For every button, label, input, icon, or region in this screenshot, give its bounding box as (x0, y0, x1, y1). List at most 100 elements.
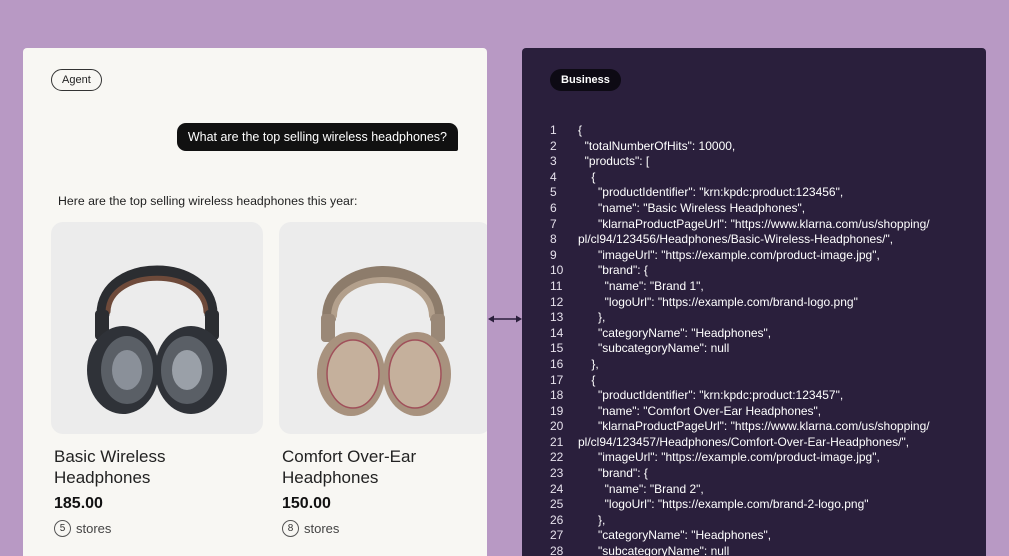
code-line: 18 "productIdentifier": "krn:kpdc:produc… (522, 388, 986, 404)
line-number: 11 (550, 278, 563, 293)
line-text: { (578, 372, 596, 387)
code-line: 9 "imageUrl": "https://example.com/produ… (522, 248, 986, 264)
line-number: 27 (550, 528, 564, 543)
stores-label: stores (76, 521, 112, 536)
line-text: "products": [ (578, 154, 650, 169)
line-text: }, (578, 310, 606, 325)
code-line: 3 "products": [ (522, 154, 986, 170)
product-title[interactable]: Basic Wireless Headphones (54, 447, 166, 487)
line-text: "brand": { (578, 466, 648, 481)
line-text: }, (578, 356, 599, 371)
line-text: { (578, 123, 583, 137)
line-number: 12 (550, 294, 564, 309)
line-text: "categoryName": "Headphones", (578, 528, 772, 543)
code-line: 11 "name": "Brand 1", (522, 279, 986, 295)
line-number: 20 (550, 419, 564, 434)
line-number: 8 (550, 232, 557, 247)
line-number: 17 (550, 372, 564, 387)
code-line: 2 "totalNumberOfHits": 10000, (522, 139, 986, 155)
line-text: "klarnaProductPageUrl": "https://www.kla… (578, 419, 930, 434)
code-line: 7 "klarnaProductPageUrl": "https://www.k… (522, 217, 986, 233)
product-price: 185.00 (54, 495, 103, 512)
store-count-badge: 8 (282, 520, 299, 537)
code-line: 26 }, (522, 513, 986, 529)
product-card[interactable]: Basic Wireless Headphones 185.00 5 store… (51, 222, 263, 537)
code-line: 4 { (522, 170, 986, 186)
business-panel: Business 1{2 "totalNumberOfHits": 10000,… (522, 48, 986, 556)
bidirectional-arrow-icon (488, 315, 522, 323)
code-line: 1{ (522, 123, 986, 139)
line-number: 18 (550, 388, 564, 403)
user-message: What are the top selling wireless headph… (176, 123, 458, 151)
line-text: "subcategoryName": null (578, 544, 730, 556)
code-line: 5 "productIdentifier": "krn:kpdc:product… (522, 185, 986, 201)
line-number: 14 (550, 325, 564, 340)
line-text: "productIdentifier": "krn:kpdc:product:1… (578, 388, 844, 403)
line-number: 9 (550, 247, 557, 262)
line-number: 10 (550, 263, 564, 278)
line-number: 4 (550, 169, 557, 184)
line-number: 24 (550, 481, 564, 496)
line-number: 15 (550, 341, 564, 356)
code-line: 25 "logoUrl": "https://example.com/brand… (522, 497, 986, 513)
line-number: 19 (550, 403, 564, 418)
line-text: "subcategoryName": null (578, 341, 730, 356)
line-number: 25 (550, 497, 564, 512)
code-line: 23 "brand": { (522, 466, 986, 482)
line-number: 13 (550, 310, 564, 325)
product-price: 150.00 (282, 495, 331, 512)
line-text: "name": "Brand 1", (578, 278, 704, 293)
stores-label: stores (304, 521, 340, 536)
line-text: "brand": { (578, 263, 648, 278)
product-stores[interactable]: 8 stores (279, 520, 487, 537)
line-number: 3 (550, 154, 557, 169)
line-number: 22 (550, 450, 564, 465)
line-text: pl/cl94/123456/Headphones/Basic-Wireless… (578, 232, 894, 247)
line-text: }, (578, 512, 606, 527)
line-number: 2 (550, 138, 557, 153)
code-line: 6 "name": "Basic Wireless Headphones", (522, 201, 986, 217)
line-text: pl/cl94/123457/Headphones/Comfort-Over-E… (578, 434, 910, 449)
code-line: 13 }, (522, 310, 986, 326)
product-image[interactable] (279, 222, 487, 434)
agent-panel: Agent What are the top selling wireless … (23, 48, 487, 556)
code-line: 10 "brand": { (522, 263, 986, 279)
code-line: 15 "subcategoryName": null (522, 341, 986, 357)
headphones-icon (87, 265, 227, 414)
line-number: 23 (550, 466, 564, 481)
code-line: 8 pl/cl94/123456/Headphones/Basic-Wireles… (522, 232, 986, 248)
line-number: 6 (550, 200, 557, 215)
line-text: "klarnaProductPageUrl": "https://www.kla… (578, 216, 930, 231)
json-code-view: 1{2 "totalNumberOfHits": 10000,3 "produc… (522, 123, 986, 556)
line-text: "name": "Comfort Over-Ear Headphones", (578, 403, 822, 418)
line-text: "name": "Brand 2", (578, 481, 704, 496)
line-text: "productIdentifier": "krn:kpdc:product:1… (578, 185, 844, 200)
product-stores[interactable]: 5 stores (51, 520, 263, 537)
line-number: 1 (550, 123, 557, 137)
line-number: 28 (550, 544, 564, 556)
agent-label: Agent (51, 69, 102, 91)
line-number: 5 (550, 185, 557, 200)
code-line: 19 "name": "Comfort Over-Ear Headphones"… (522, 404, 986, 420)
code-line: 21 pl/cl94/123457/Headphones/Comfort-Over… (522, 435, 986, 451)
line-text: "imageUrl": "https://example.com/product… (578, 450, 880, 465)
product-title[interactable]: Comfort Over-Ear Headphones (282, 447, 417, 487)
line-text: "name": "Basic Wireless Headphones", (578, 200, 806, 215)
agent-reply: Here are the top selling wireless headph… (58, 194, 358, 208)
line-text: "imageUrl": "https://example.com/product… (578, 247, 880, 262)
product-card[interactable]: Comfort Over-Ear Headphones 150.00 8 sto… (279, 222, 487, 537)
business-label: Business (550, 69, 621, 91)
line-number: 21 (550, 434, 564, 449)
store-count-badge: 5 (54, 520, 71, 537)
code-line: 24 "name": "Brand 2", (522, 482, 986, 498)
code-line: 27 "categoryName": "Headphones", (522, 528, 986, 544)
line-text: "totalNumberOfHits": 10000, (578, 138, 736, 153)
headphones-icon (317, 266, 451, 416)
line-number: 26 (550, 512, 564, 527)
line-text: "categoryName": "Headphones", (578, 325, 772, 340)
code-line: 22 "imageUrl": "https://example.com/prod… (522, 450, 986, 466)
line-text: "logoUrl": "https://example.com/brand-lo… (578, 294, 858, 309)
product-image[interactable] (51, 222, 263, 434)
code-line: 28 "subcategoryName": null (522, 544, 986, 556)
line-number: 16 (550, 356, 564, 371)
